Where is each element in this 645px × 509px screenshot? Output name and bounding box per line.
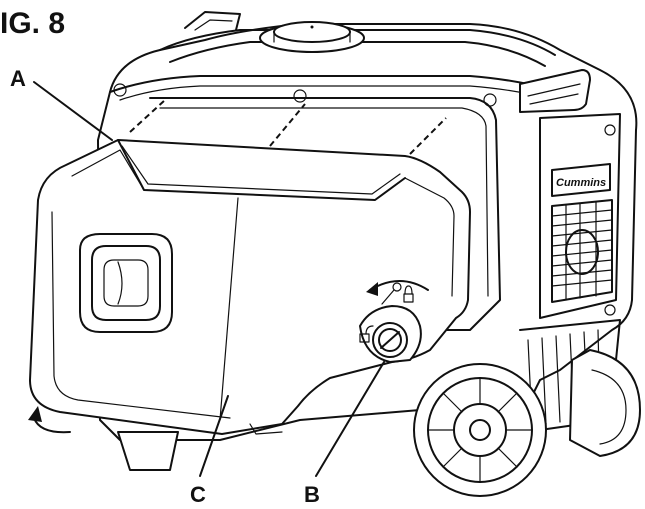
rear-wheel: [569, 349, 641, 457]
figure-title: IG. 8: [0, 7, 65, 40]
callout-c-label: C: [190, 482, 206, 507]
callout-a: A: [10, 66, 113, 141]
cover-grip: [79, 233, 173, 333]
front-wheel: [413, 363, 547, 497]
fuel-cap: [259, 21, 365, 53]
unlock-icon: [359, 325, 374, 343]
callout-c: C: [190, 395, 229, 507]
brand-plate: Cummins: [551, 163, 611, 197]
lock-icon: [403, 285, 414, 303]
side-handle: [519, 69, 591, 113]
hinge-guides: [129, 99, 447, 155]
callout-a-label: A: [10, 66, 26, 91]
maintenance-cover: [29, 139, 471, 435]
callout-b-label: B: [304, 482, 320, 507]
cover-latch: [359, 305, 422, 363]
rotate-arrow-icon: [366, 280, 429, 296]
vent-grille: [551, 199, 613, 303]
brand-label: Cummins: [556, 177, 606, 189]
callout-b: B: [304, 361, 385, 507]
wrench-icon: [381, 282, 402, 305]
lift-arrow-icon: [28, 406, 71, 434]
